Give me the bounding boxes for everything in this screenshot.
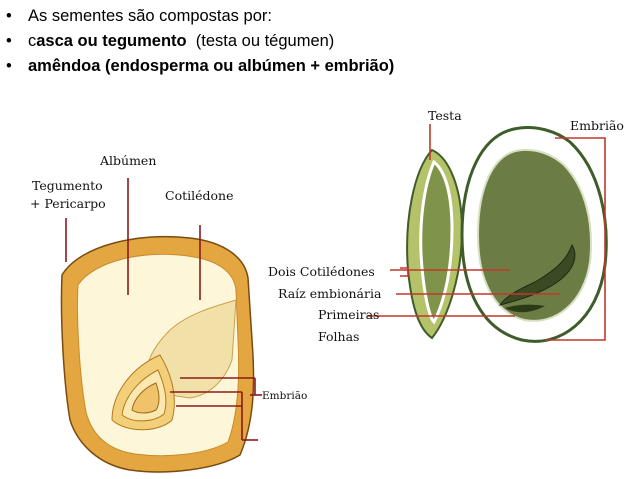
embryo-leaves xyxy=(505,304,545,313)
label-testa: Testa xyxy=(428,108,462,123)
label-embriao-right: Embrião xyxy=(570,118,624,133)
label-folhas: Folhas xyxy=(318,329,359,344)
label-embriao-left: Embrião xyxy=(262,390,307,402)
bullet-list: •As sementes são compostas por: •casca o… xyxy=(6,4,394,79)
bullet-item: •As sementes são compostas por: xyxy=(6,7,272,25)
bullet-item: •amêndoa (endosperma ou albúmen + embriã… xyxy=(6,57,395,75)
label-primeiras: Primeiras xyxy=(318,307,379,322)
right-leader-lines xyxy=(368,124,606,341)
testa-inner xyxy=(419,159,454,325)
embryo-axis xyxy=(498,243,576,306)
monocot-seed-illustration: Albúmen Tegumento + Pericarpo Cotilédone… xyxy=(30,153,307,473)
bullet-bold: amêndoa (endosperma ou albúmen + embrião… xyxy=(28,57,395,75)
label-albumen: Albúmen xyxy=(99,153,156,168)
embryo-inner xyxy=(131,382,160,414)
label-pericarpo: + Pericarpo xyxy=(30,196,106,211)
label-tegumento: Tegumento xyxy=(32,178,103,193)
left-leader-lines xyxy=(65,178,262,441)
bullet-item: •casca ou tegumento (testa ou tégumen) xyxy=(6,32,335,50)
label-dois-cotiledones: Dois Cotilédones xyxy=(268,264,375,279)
bullet-prefix: c xyxy=(28,32,37,50)
bullet-text: As sementes são compostas por: xyxy=(28,7,272,25)
bullet-bold: asca ou tegumento xyxy=(36,32,187,50)
dicot-seed-illustration: Testa Embrião Dois Cotilédones Raíz embi… xyxy=(268,108,624,344)
label-raiz: Raíz embionária xyxy=(278,286,382,301)
label-cotiledone: Cotilédone xyxy=(165,188,233,203)
bullet-rest: (testa ou tégumen) xyxy=(186,32,335,50)
